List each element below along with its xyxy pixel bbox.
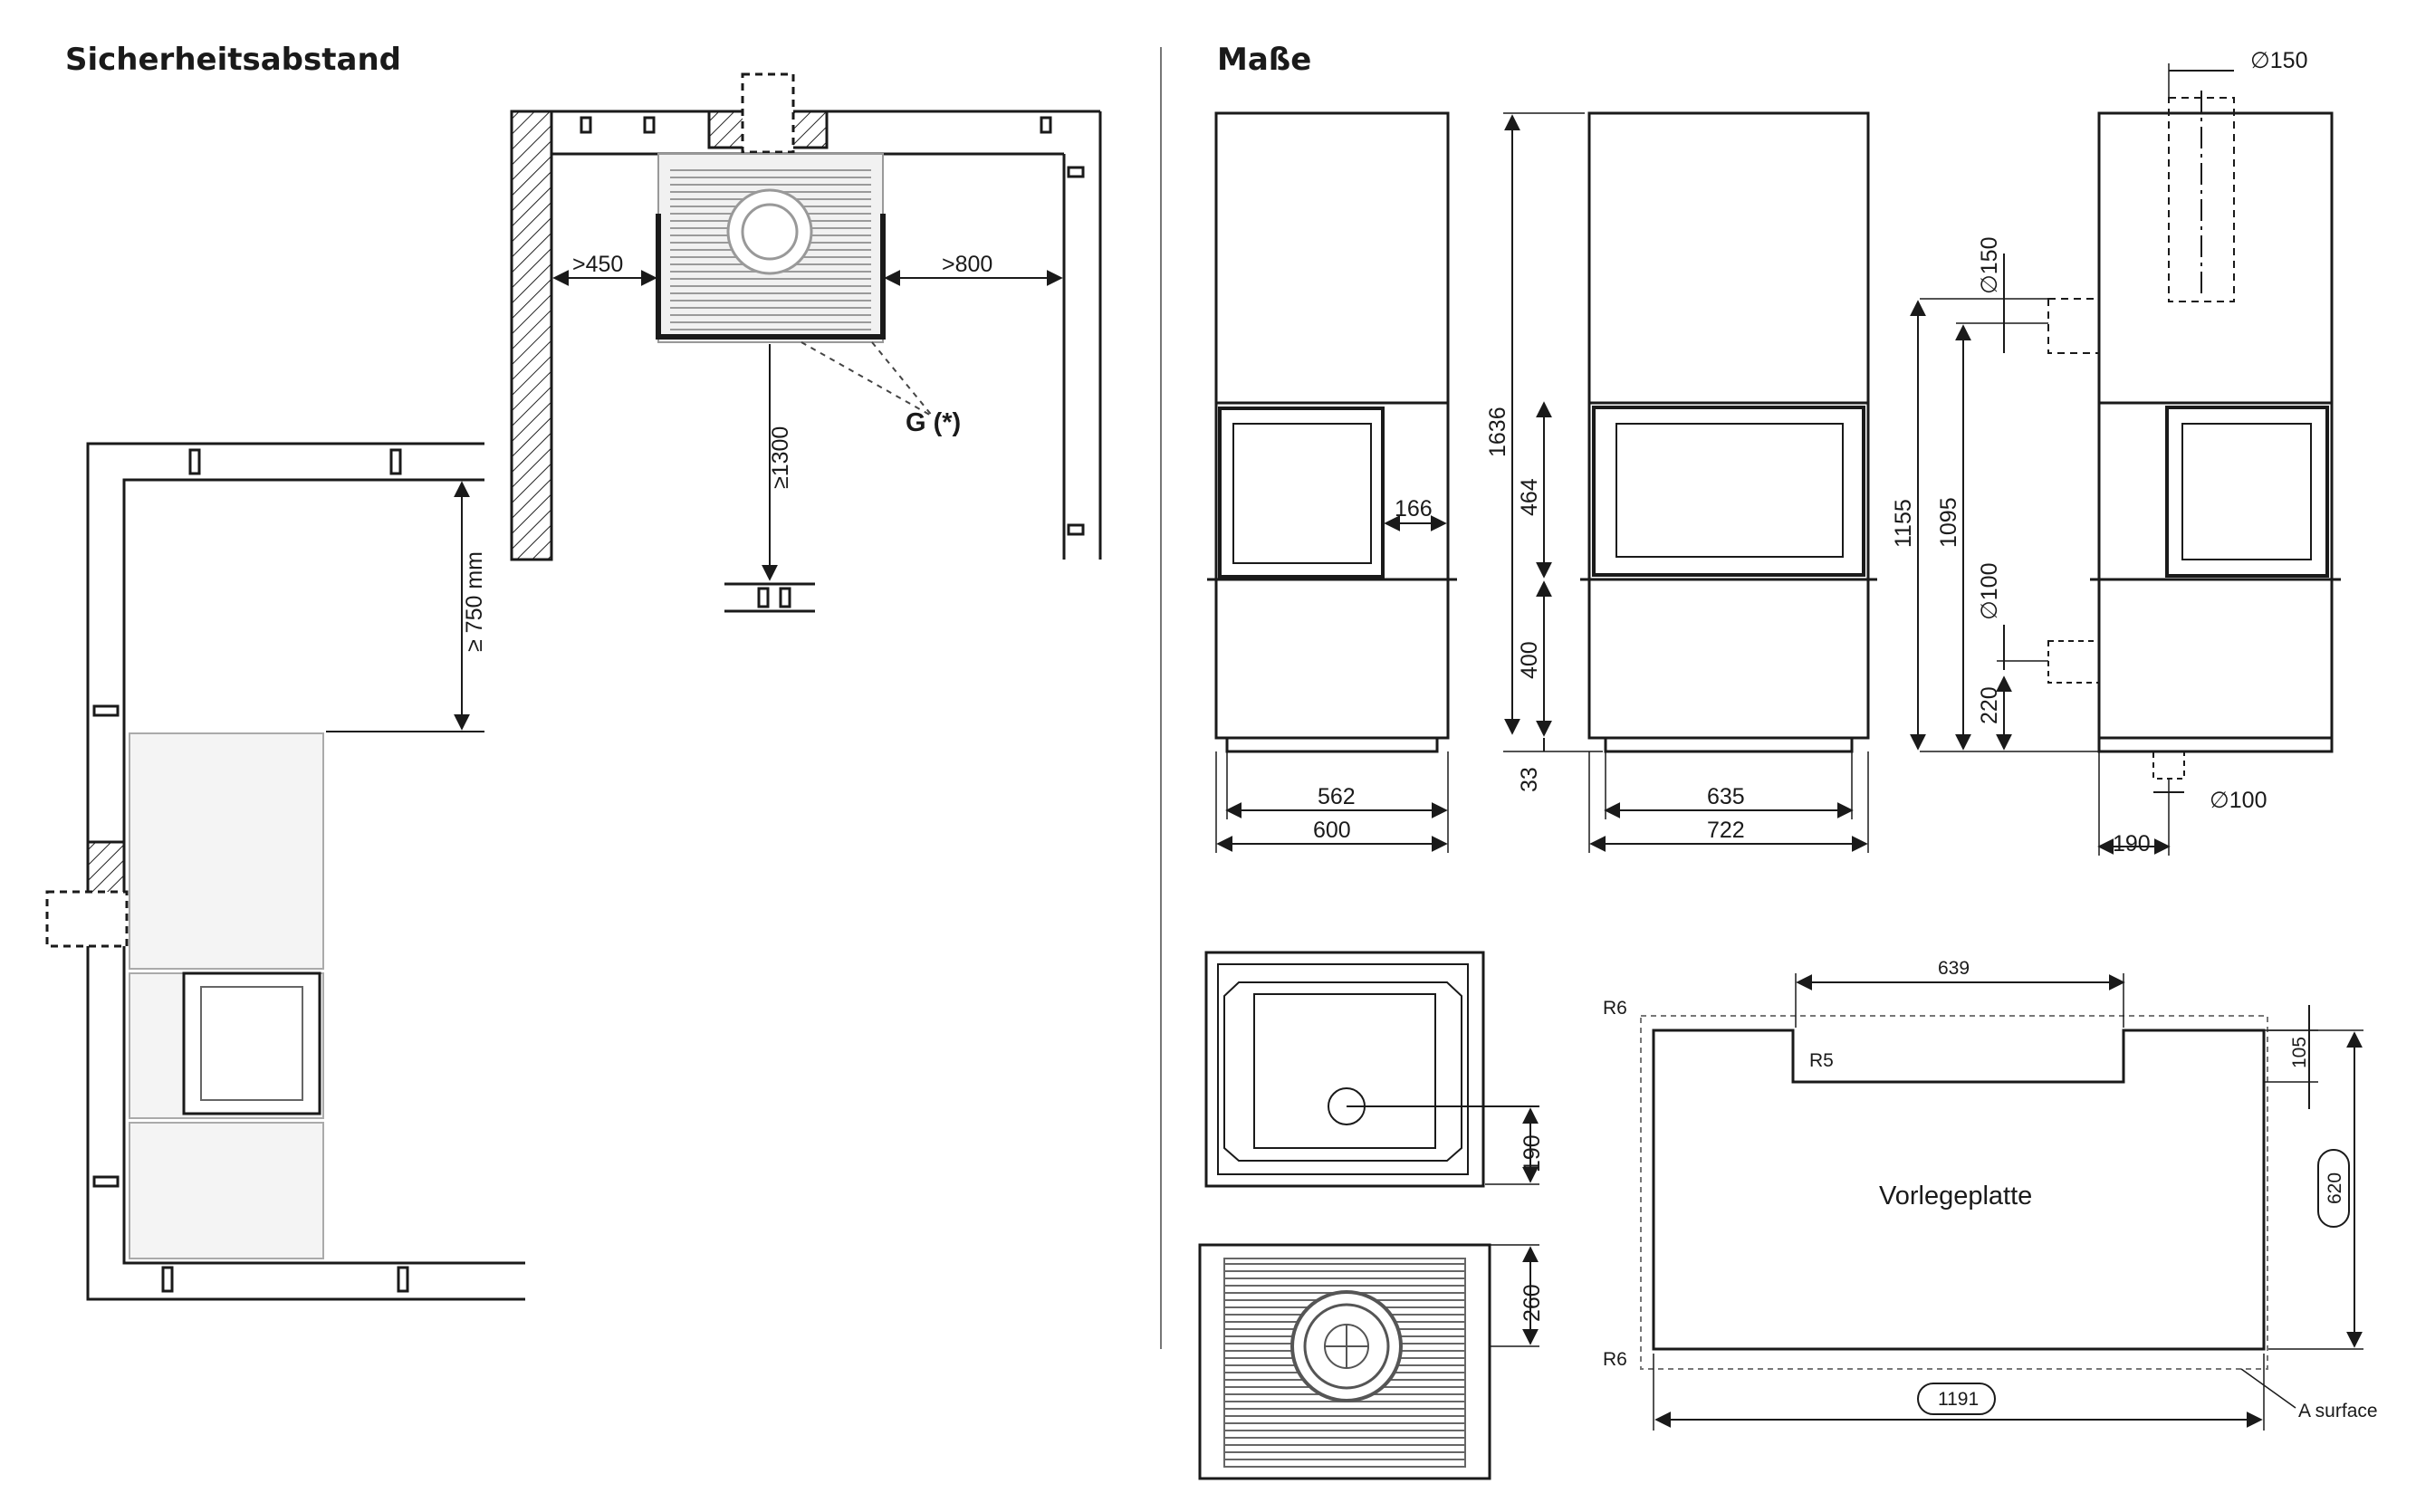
dim-air-rear: ∅100 <box>1977 563 2002 621</box>
floor-plate-label: Vorlegeplatte <box>1879 1182 2032 1211</box>
dim-plate-width: 1191 <box>1938 1389 1979 1410</box>
dim-flue-offset: 190 <box>1520 1134 1545 1172</box>
glass-label: G (*) <box>906 408 961 437</box>
dim-air-bottom-offset: 190 <box>2113 831 2151 856</box>
dim-air-bottom: ∅100 <box>2210 788 2267 813</box>
safety-plan-side <box>45 442 525 1301</box>
dim-radius-top: R6 <box>1603 998 1627 1019</box>
top-view-grate <box>1198 1243 1539 1480</box>
dim-left-distance: >450 <box>572 252 623 277</box>
dim-notch-width: 639 <box>1938 958 1970 979</box>
main-view <box>1503 111 1877 853</box>
dim-outer-width: 600 <box>1313 818 1351 843</box>
dim-notch-depth: 105 <box>2289 1037 2310 1068</box>
dim-side-window: 166 <box>1395 496 1433 522</box>
dimensions-heading: Maße <box>1217 42 1312 78</box>
dim-inner-width: 562 <box>1318 784 1356 809</box>
dim-air-rear-height: 220 <box>1977 686 2002 724</box>
dim-rear-flue: ∅150 <box>1977 237 2002 295</box>
dim-total-height: 1636 <box>1485 407 1510 457</box>
safety-distance-heading: Sicherheitsabstand <box>65 42 401 78</box>
dim-foot-height: 33 <box>1517 767 1542 792</box>
floor-plate <box>1640 973 2363 1431</box>
dim-base-height: 400 <box>1517 641 1542 679</box>
dim-right-distance: >800 <box>942 252 992 277</box>
dim-side-distance: ≥ 750 mm <box>462 551 487 652</box>
dim-radius-bottom: R6 <box>1603 1349 1627 1370</box>
dim-main-outer-width: 722 <box>1707 818 1745 843</box>
dim-notch-radius: R5 <box>1809 1050 1834 1071</box>
dim-grate-offset: 260 <box>1520 1284 1545 1322</box>
dim-front-distance: ≥1300 <box>768 426 793 489</box>
side-view <box>1910 63 2341 856</box>
top-view-flue <box>1204 951 1539 1188</box>
dim-plate-depth: 620 <box>2325 1172 2345 1204</box>
safety-plan-top <box>510 72 1102 613</box>
front-view <box>1207 111 1457 853</box>
dim-top-flue: ∅150 <box>2250 48 2308 73</box>
dim-air-inlet-height: 1095 <box>1936 497 1961 548</box>
dim-flue-height: 1155 <box>1891 499 1916 548</box>
dim-width-badge <box>1917 1383 1996 1415</box>
hatched-wall <box>510 110 553 561</box>
dim-door-height: 464 <box>1517 478 1542 516</box>
surface-label: A surface <box>2298 1401 2378 1421</box>
dim-depth-badge <box>2317 1149 2350 1228</box>
dim-main-inner-width: 635 <box>1707 784 1745 809</box>
